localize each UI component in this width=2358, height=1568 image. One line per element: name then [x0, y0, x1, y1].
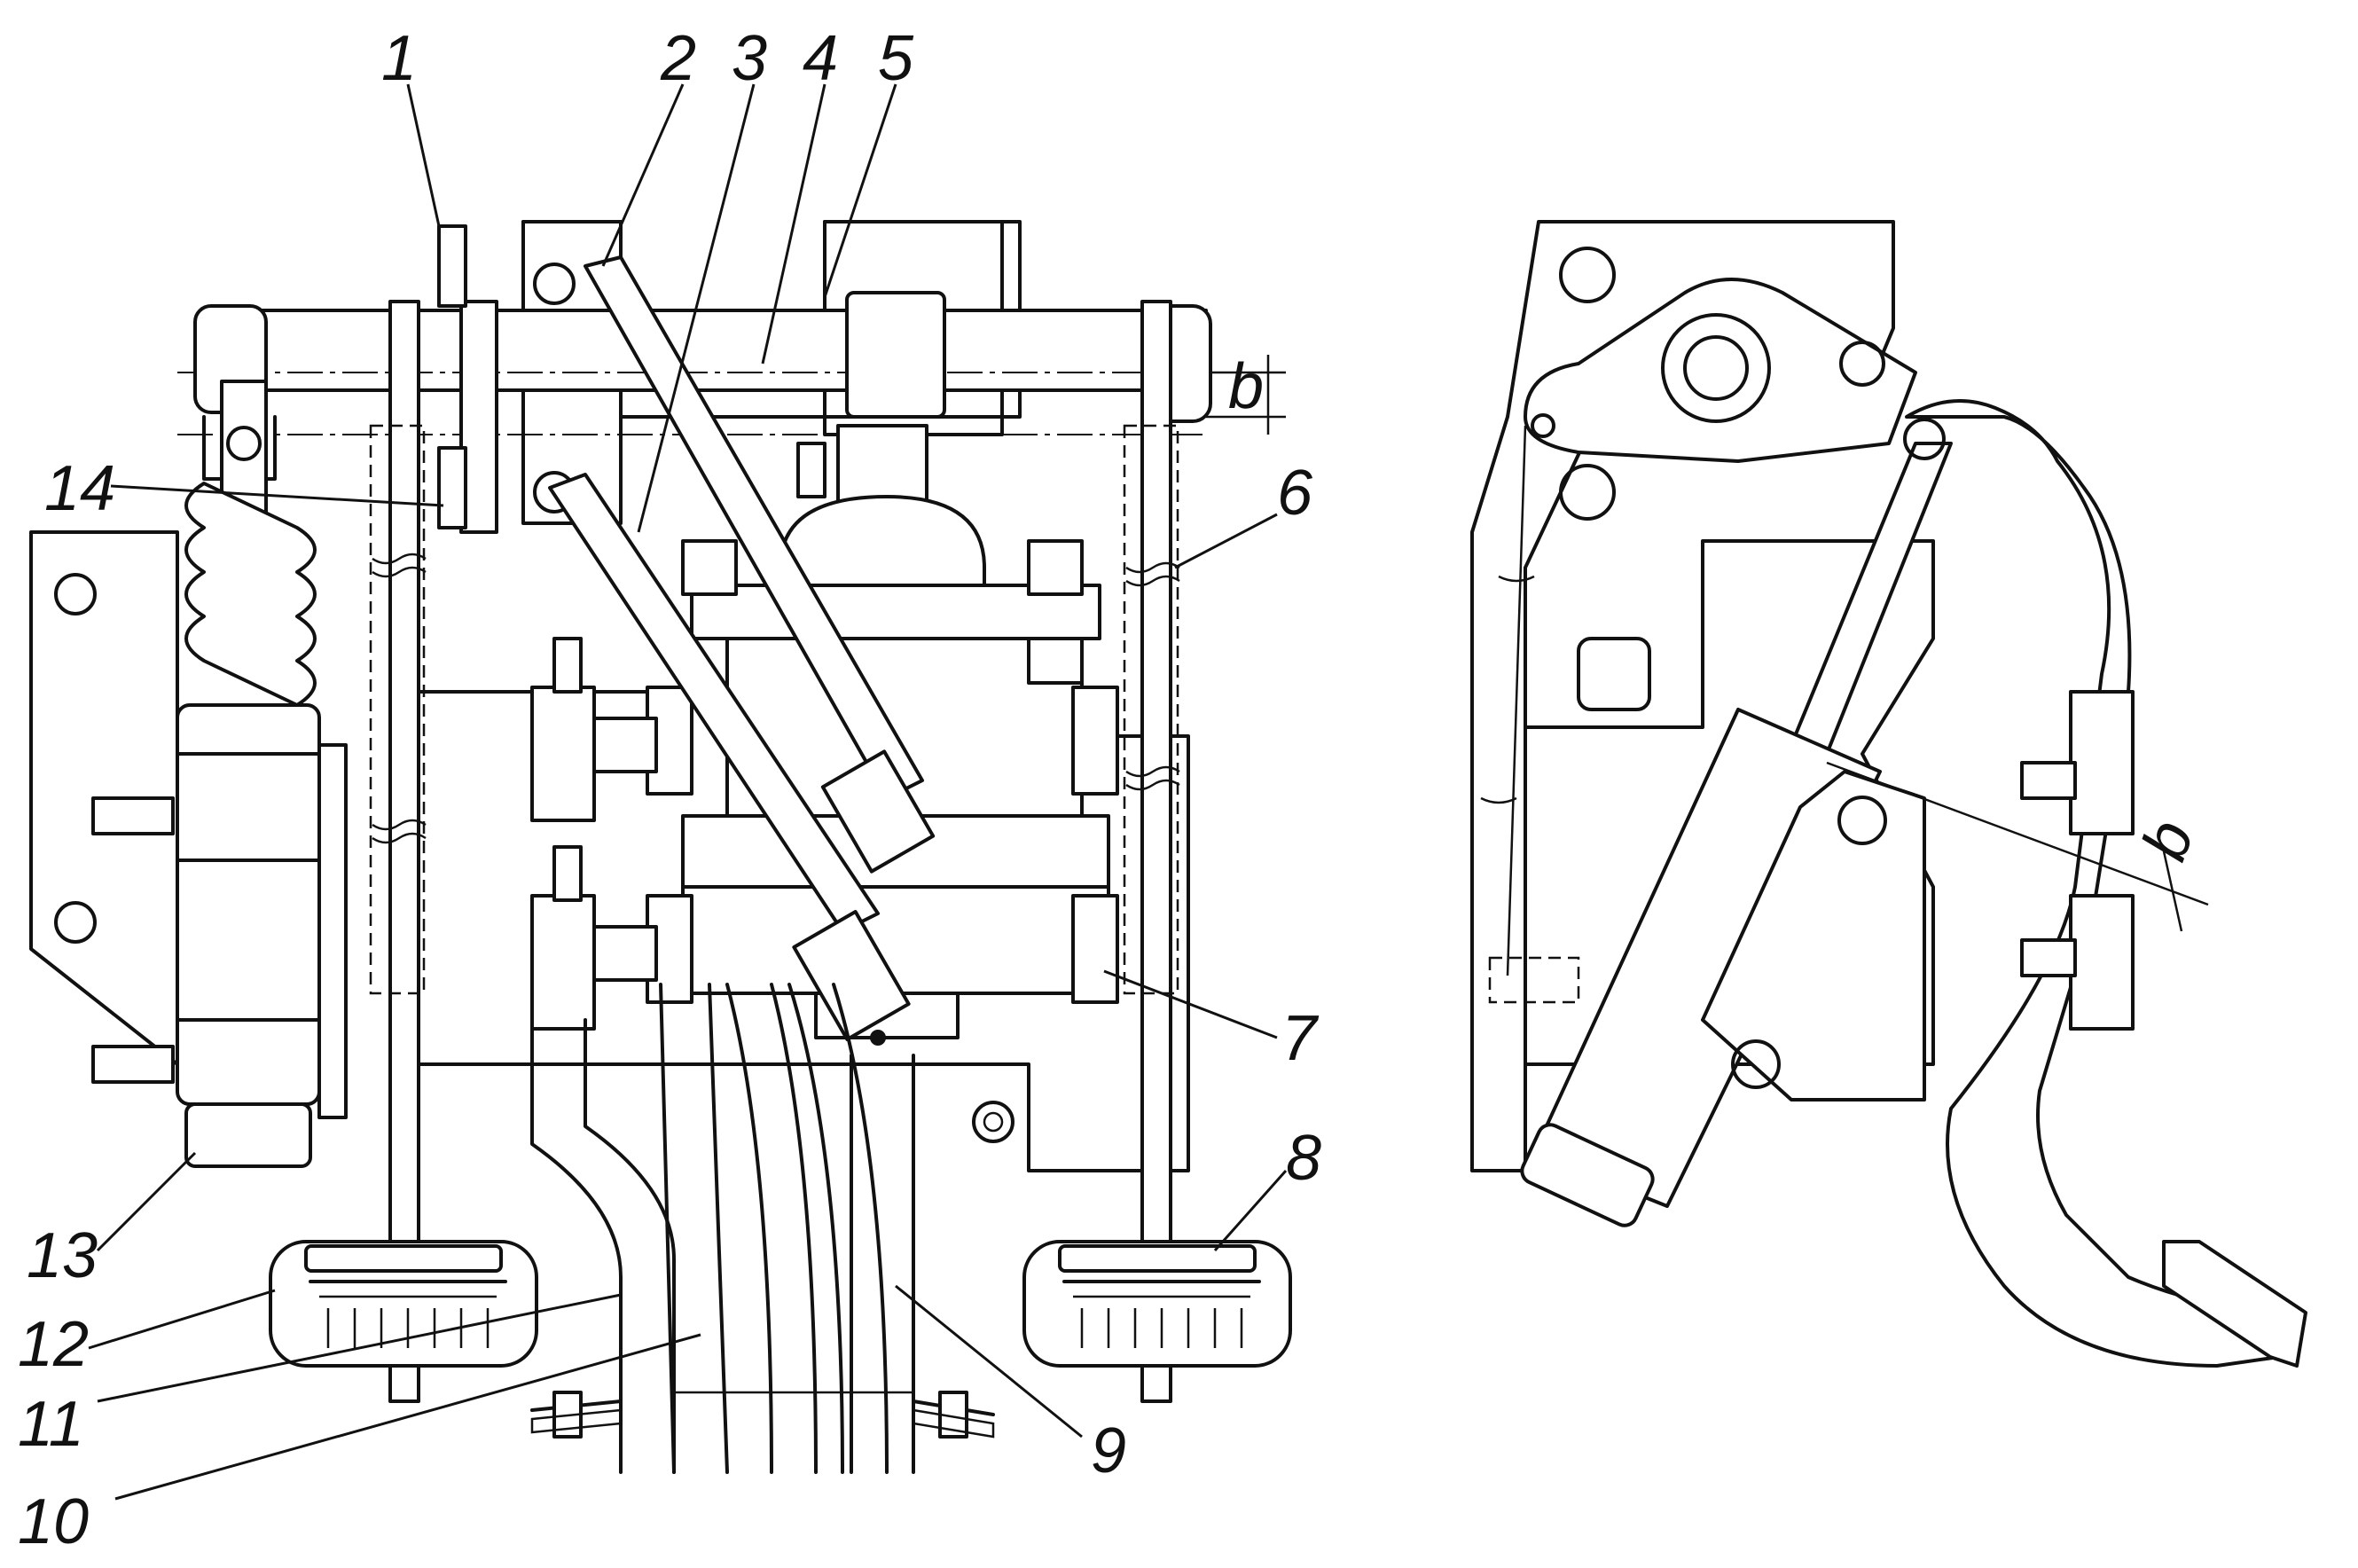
callout-5: 5 — [878, 23, 914, 94]
hose-3-end-fitting — [792, 910, 911, 1041]
front-view: b — [29, 83, 1292, 1501]
callout-7: 7 — [1281, 1003, 1320, 1074]
clutch-master-cylinder — [91, 482, 348, 1168]
valve-nut-right — [1027, 539, 1084, 596]
clutch-pedal-pad — [269, 1240, 538, 1368]
side-pedal-lever — [1905, 399, 2281, 1368]
side-plate-triangle — [1701, 770, 1926, 1102]
air-fittings-left — [530, 637, 658, 1031]
side-nut-upper — [1837, 796, 1887, 845]
valve-body-lower — [681, 885, 1110, 995]
brake-pedal-arm — [1140, 300, 1172, 1403]
callout-12: 12 — [18, 1309, 89, 1380]
cylinder-body — [176, 703, 321, 1106]
hose-9 — [850, 1054, 915, 1474]
plate-nut-mid — [1559, 464, 1616, 521]
return-spring-right — [1125, 561, 1180, 587]
hose-11 — [530, 1018, 676, 1474]
callout-11: 11 — [18, 1389, 84, 1460]
hose-10 — [659, 983, 729, 1474]
dimension-b-front: b — [1228, 351, 1264, 422]
plate-bolt — [972, 1101, 1014, 1143]
cylinder-boot — [184, 482, 317, 707]
callout-2: 2 — [660, 23, 696, 94]
side-nut-lower — [1731, 1039, 1781, 1089]
valve-boot — [779, 495, 986, 605]
side-pedal-pad — [2162, 1240, 2307, 1368]
callout-6: 6 — [1277, 458, 1313, 529]
callout-14: 14 — [44, 453, 115, 524]
return-spring-left — [372, 553, 427, 578]
hose-2-end-fitting — [820, 749, 936, 874]
floor-section — [530, 1391, 995, 1439]
air-hose-2 — [584, 255, 924, 800]
pedal-shaft — [202, 309, 1208, 392]
side-fittings — [2020, 690, 2135, 1031]
valve-port-right-lower — [1071, 894, 1119, 1004]
pivot-shaft — [1661, 313, 1771, 423]
side-spring — [1480, 425, 1535, 976]
side-mounting-plate — [1470, 220, 1895, 1172]
hose-bundle — [530, 983, 915, 1474]
callout-13: 13 — [27, 1220, 98, 1291]
side-view: b — [1470, 220, 2307, 1368]
valve-nut-right-lower — [1027, 637, 1084, 685]
valve-port-right-upper — [1071, 686, 1119, 796]
callout-1: 1 — [381, 23, 417, 94]
air-hose-3 — [548, 473, 880, 933]
brake-pedal-pad — [1022, 1240, 1292, 1368]
callout-10: 10 — [18, 1486, 89, 1557]
valve-clevis — [845, 291, 946, 419]
plate-nut-top — [1559, 247, 1616, 303]
callout-8: 8 — [1286, 1123, 1321, 1194]
fitting-lower — [530, 894, 596, 1031]
callout-9: 9 — [1091, 1415, 1126, 1486]
brake-valve — [646, 291, 1119, 1046]
cylinder-end-cap — [184, 1102, 312, 1168]
callout-3: 3 — [732, 23, 767, 94]
clutch-pedal-arm — [388, 300, 420, 1403]
lever-pin — [1839, 341, 1885, 387]
bracket-bolts — [437, 224, 826, 529]
fitting-upper — [530, 686, 596, 822]
callout-4: 4 — [803, 23, 838, 94]
callout-leaders-front — [88, 83, 1288, 1501]
valve-nut-left — [681, 539, 738, 596]
cylinder-mount-bolt — [91, 796, 175, 835]
side-cylinder-cap — [1520, 1123, 1655, 1227]
callout-numbers: 1 2 3 4 5 6 7 8 9 10 11 12 13 14 — [18, 23, 1321, 1557]
dimension-b-side: b — [2129, 811, 2208, 869]
